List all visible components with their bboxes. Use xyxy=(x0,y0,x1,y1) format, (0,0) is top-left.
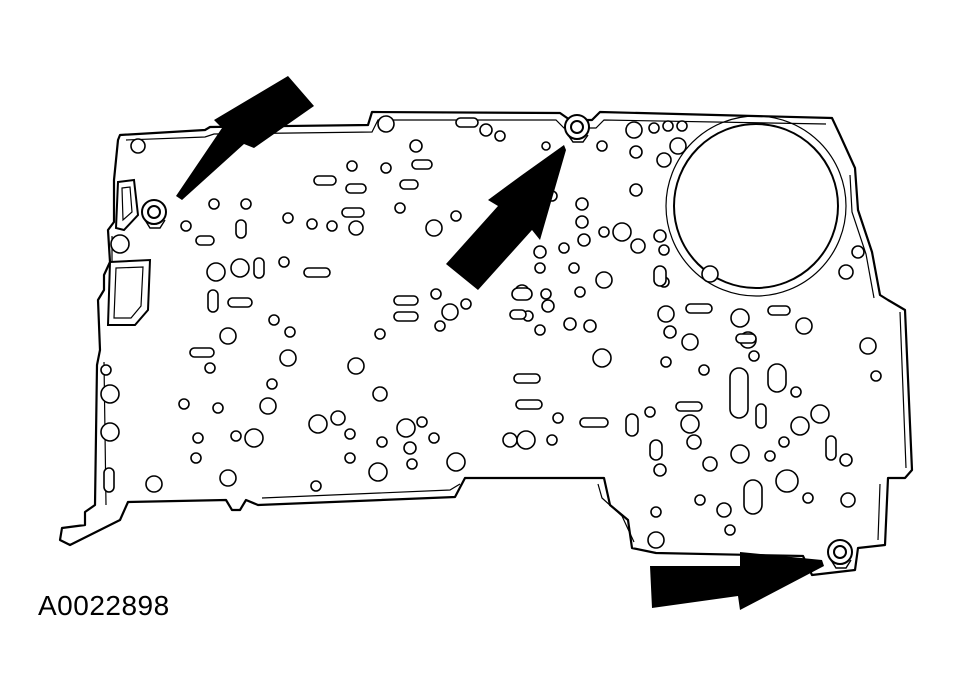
arrow-to-bolt-top-left xyxy=(176,76,314,200)
bolt-bottom-right xyxy=(827,539,853,569)
port-holes xyxy=(100,115,882,549)
left-pocket-lower-inner xyxy=(113,266,144,319)
left-pocket-lower xyxy=(106,258,152,326)
arrow-to-bolt-top-center xyxy=(446,145,566,290)
left-pocket-upper xyxy=(114,178,140,232)
bolt-top-center xyxy=(564,114,590,143)
large-circular-opening-rim xyxy=(665,115,847,297)
port-slots xyxy=(103,117,837,515)
bolt-top-left xyxy=(141,199,167,229)
left-pocket-upper-inner xyxy=(121,186,133,222)
arrow-to-bolt-bottom-right xyxy=(650,552,824,610)
large-circular-opening xyxy=(673,123,839,289)
figure-reference-code: A0022898 xyxy=(38,590,170,621)
